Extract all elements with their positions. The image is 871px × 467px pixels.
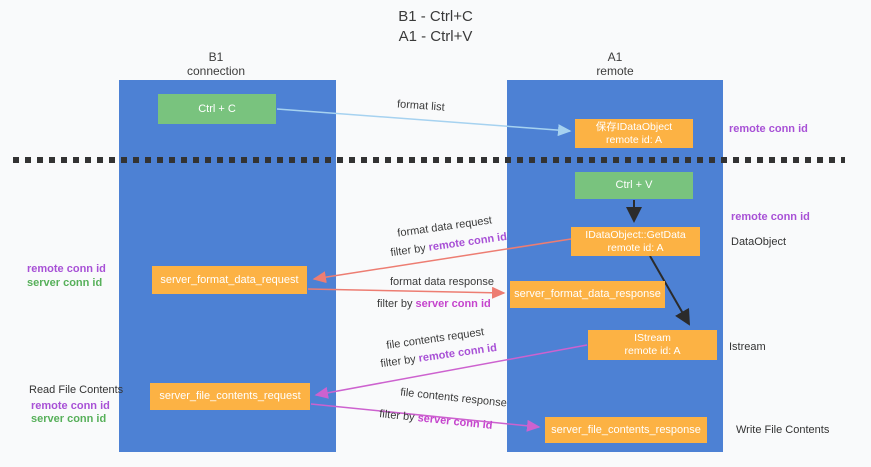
lane-header-b1: B1 connection <box>146 50 286 78</box>
server-file-contents-response-label: server_file_contents_response <box>551 423 701 436</box>
write-file-contents-label: Write File Contents <box>736 424 830 436</box>
session-separator-line <box>13 157 845 163</box>
ctrl-v-box: Ctrl + V <box>575 172 693 199</box>
page-title: B1 - Ctrl+C A1 - Ctrl+V <box>0 7 871 47</box>
istream-side-label: Istream <box>729 341 766 353</box>
format-data-response-arrow <box>307 286 506 299</box>
istream-box: IStream remote id: A <box>588 330 717 360</box>
server-conn-id-label-left-bottom: server conn id <box>31 413 107 425</box>
remote-conn-id-label-mid-right: remote conn id <box>731 211 810 223</box>
save-dataobject-box: 保存IDataObject remote id: A <box>575 119 693 148</box>
ctrl-c-label: Ctrl + C <box>198 102 236 115</box>
read-file-contents-label: Read File Contents <box>29 384 124 396</box>
istream-label: IStream <box>634 332 671 344</box>
server-format-data-response-box: server_format_data_response <box>510 281 665 308</box>
lane-b1-label: B1 <box>208 50 224 64</box>
getdata-box: IDataObject::GetData remote id: A <box>571 227 700 256</box>
ctrl-c-box: Ctrl + C <box>158 94 276 124</box>
lane-a1-label: A1 <box>607 50 623 64</box>
ctrl-v-label: Ctrl + V <box>615 179 653 191</box>
istream-remote-id: remote id: A <box>624 345 681 357</box>
lane-a1-sublabel: remote <box>596 64 634 78</box>
filter-by-text: filter by <box>377 298 413 310</box>
getdata-remote-id: remote id: A <box>607 241 664 254</box>
remote-conn-id-label-top-right: remote conn id <box>729 123 808 135</box>
server-format-data-request-label: server_format_data_request <box>160 273 299 286</box>
server-file-contents-response-box: server_file_contents_response <box>545 417 707 443</box>
remote-conn-id-label-left-top: remote conn id <box>27 263 106 275</box>
getdata-label: IDataObject::GetData <box>585 228 686 241</box>
title-line-2: A1 - Ctrl+V <box>398 28 473 45</box>
server-format-data-response-label: server_format_data_response <box>514 288 661 300</box>
dataobject-label: DataObject <box>731 236 787 248</box>
server-file-contents-request-box: server_file_contents_request <box>150 383 310 410</box>
getdata-to-istream-arrow <box>649 255 690 326</box>
save-dataobject-remote-id: remote id: A <box>605 133 663 146</box>
file-contents-response-arrow <box>310 403 541 432</box>
remote-conn-id-label-left-bottom: remote conn id <box>31 400 110 412</box>
file-contents-request-arrow <box>314 344 588 399</box>
title-line-1: B1 - Ctrl+C <box>398 8 473 25</box>
lane-header-a1: A1 remote <box>545 50 685 78</box>
format-data-request-arrow <box>312 238 572 284</box>
server-conn-id-text: server conn id <box>415 298 491 310</box>
format-list-arrow <box>276 108 572 137</box>
lane-b1-sublabel: connection <box>186 64 246 78</box>
server-conn-id-label-left-top: server conn id <box>27 277 103 289</box>
format-data-response-filter-annotation: filter by server conn id <box>377 298 491 310</box>
save-dataobject-label: 保存IDataObject <box>595 120 673 133</box>
server-format-data-request-box: server_format_data_request <box>152 266 307 294</box>
server-file-contents-request-label: server_file_contents_request <box>159 390 301 402</box>
format-data-response-annotation: format data response <box>390 276 494 288</box>
